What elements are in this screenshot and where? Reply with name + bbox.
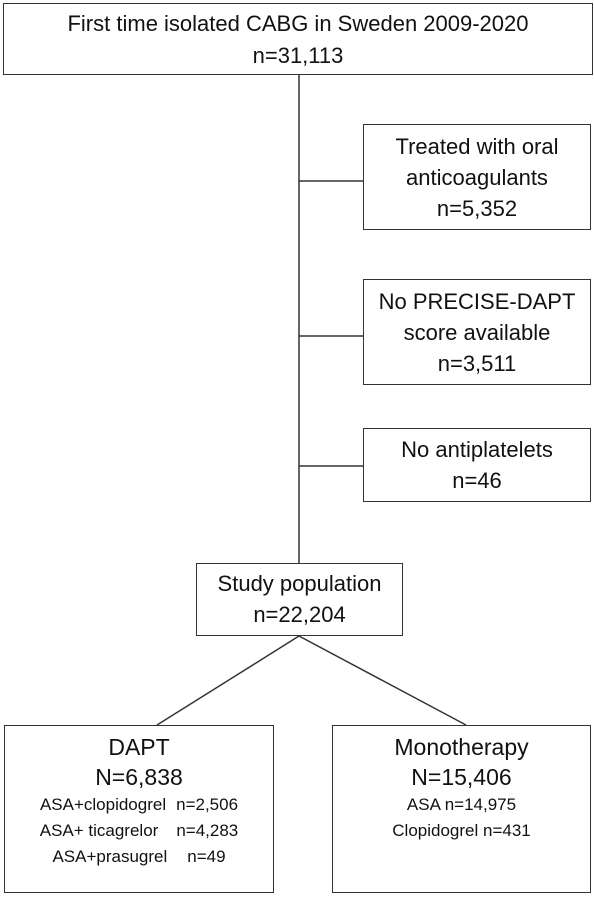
dapt-row-label: ASA+prasugrel — [52, 847, 168, 866]
study-population-box: Study population n=22,204 — [196, 563, 403, 636]
monotherapy-row-asa: ASA n=14,975 — [406, 795, 517, 814]
exclusion-oac-line1: Treated with oral — [395, 134, 559, 159]
study-population-title: Study population — [217, 571, 382, 596]
exclusion-precise-count: n=3,511 — [437, 351, 517, 376]
monotherapy-total: N=15,406 — [411, 764, 512, 790]
exclusion-oac-count: n=5,352 — [436, 196, 518, 221]
dapt-row-count: n=4,283 — [176, 821, 239, 840]
dapt-row-label: ASA+ ticagrelor — [39, 821, 159, 840]
dapt-row-label: ASA+clopidogrel — [39, 795, 167, 814]
dapt-total: N=6,838 — [95, 764, 183, 790]
exclusion-oac-line2: anticoagulants — [406, 165, 548, 190]
dapt-row-clopidogrel: ASA+clopidogrel n=2,506 — [5, 792, 273, 818]
study-population-count: n=22,204 — [253, 602, 346, 627]
top-cohort-count: n=31,113 — [252, 43, 344, 68]
dapt-row-prasugrel: ASA+prasugrel n=49 — [5, 844, 273, 870]
exclusion-box-no-antiplatelets: No antiplatelets n=46 — [363, 428, 591, 502]
dapt-row-count: n=49 — [187, 847, 226, 866]
dapt-row-count: n=2,506 — [176, 795, 239, 814]
monotherapy-title: Monotherapy — [394, 734, 529, 760]
top-cohort-title: First time isolated CABG in Sweden 2009-… — [67, 11, 529, 36]
split-line-mono — [298, 635, 467, 726]
exclusion-box-precise-dapt: No PRECISE-DAPT score available n=3,511 — [363, 279, 591, 385]
dapt-row-ticagrelor: ASA+ ticagrelor n=4,283 — [5, 818, 273, 844]
top-cohort-box: First time isolated CABG in Sweden 2009-… — [3, 3, 593, 75]
exclusion-precise-line1: No PRECISE-DAPT — [378, 289, 576, 314]
exclusion-noanti-line1: No antiplatelets — [401, 437, 553, 462]
monotherapy-box: Monotherapy N=15,406 ASA n=14,975 Clopid… — [332, 725, 591, 893]
dapt-title: DAPT — [108, 734, 170, 760]
monotherapy-row-clopidogrel: Clopidogrel n=431 — [392, 821, 531, 840]
dapt-box: DAPT N=6,838 ASA+clopidogrel n=2,506 ASA+… — [4, 725, 274, 893]
exclusion-box-oac: Treated with oral anticoagulants n=5,352 — [363, 124, 591, 230]
exclusion-precise-line2: score available — [403, 320, 551, 345]
exclusion-noanti-count: n=46 — [452, 468, 502, 493]
split-line-dapt — [156, 635, 300, 726]
